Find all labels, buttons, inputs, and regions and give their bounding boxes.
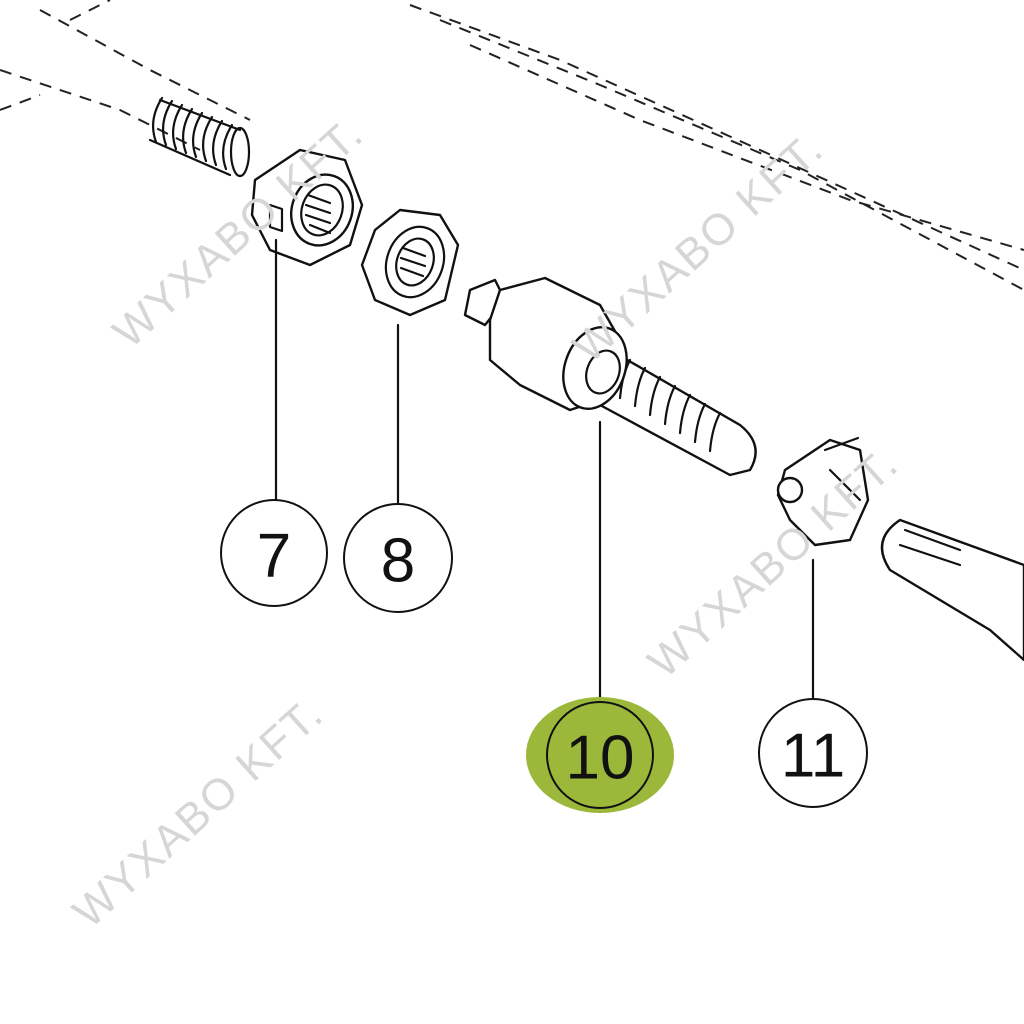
leader-lines [274, 238, 815, 704]
threaded-spring [148, 96, 251, 178]
watermark-2: WYXABO KFT. [564, 123, 833, 372]
callout-11-label: 11 [781, 722, 845, 791]
callout-7[interactable]: 7 [220, 499, 328, 607]
clamp-part-11 [776, 436, 870, 547]
callout-8[interactable]: 8 [343, 503, 453, 613]
callout-10-highlighted[interactable]: 10 [526, 697, 674, 813]
callout-10-label: 10 [566, 724, 635, 793]
watermark-3: WYXABO KFT. [64, 688, 333, 937]
callout-8-label: 8 [381, 527, 415, 596]
watermarks: WYXABO KFT. WYXABO KFT. WYXABO KFT. WYXA… [64, 108, 908, 937]
dashed-housing-outline [0, 0, 1024, 291]
castle-nut-part-7 [250, 148, 364, 267]
watermark-4: WYXABO KFT. [639, 438, 908, 687]
tie-rod-end [880, 518, 1024, 662]
callout-11[interactable]: 11 [758, 698, 868, 808]
inner-tie-rod-part-10 [463, 276, 757, 477]
callout-7-label: 7 [257, 522, 291, 591]
hex-nut-part-8 [360, 208, 460, 317]
